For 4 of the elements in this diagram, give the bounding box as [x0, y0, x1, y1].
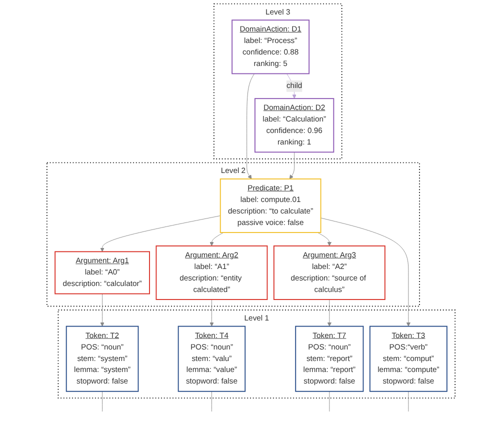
connector: [408, 391, 409, 412]
connector: [211, 391, 212, 412]
connector: [102, 391, 103, 412]
connector: [329, 391, 330, 412]
